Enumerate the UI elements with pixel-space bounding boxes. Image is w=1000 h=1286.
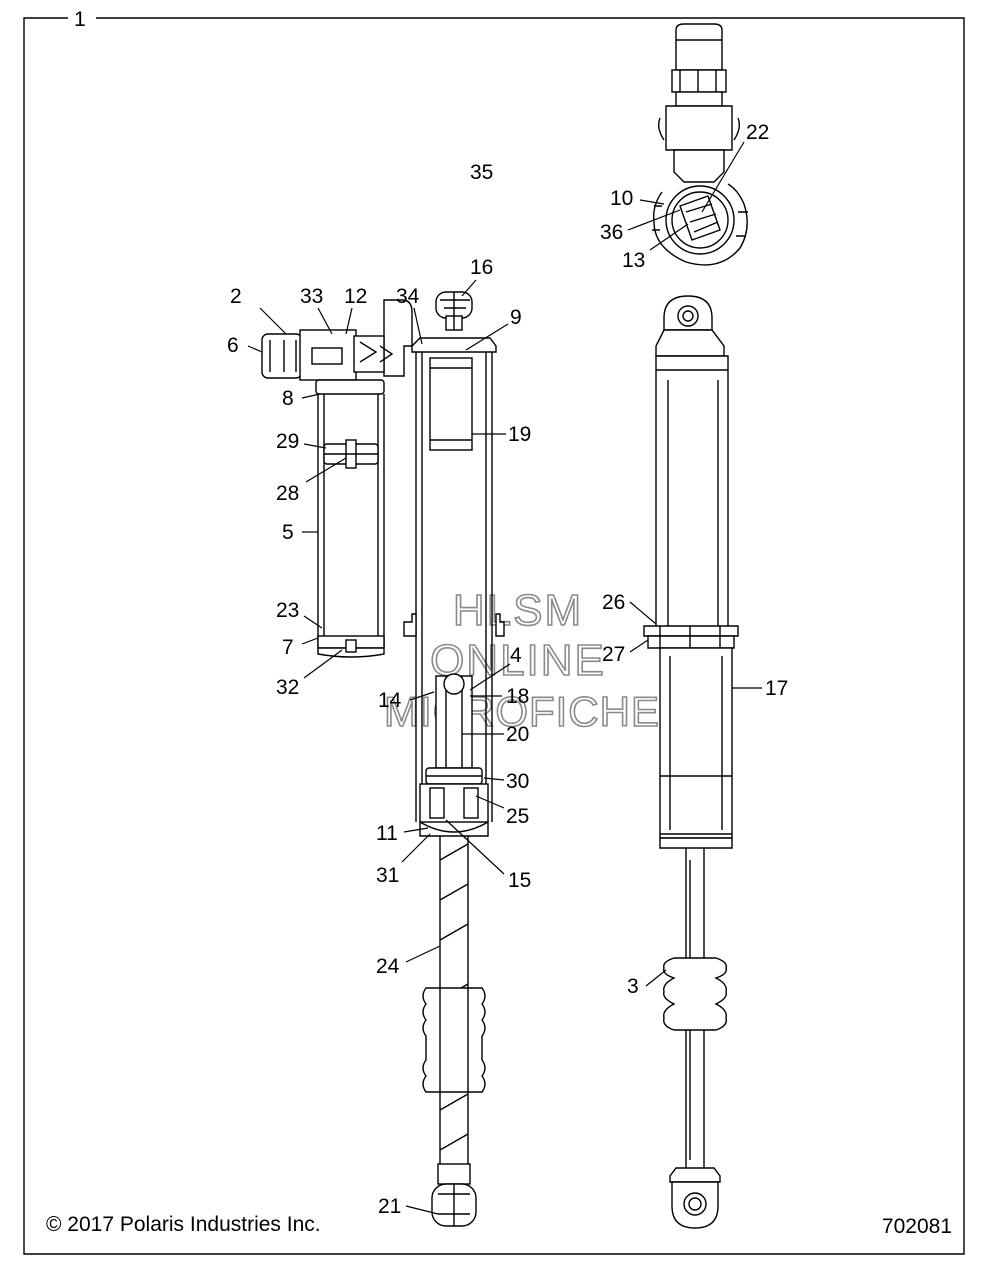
shock-cutaway-view: [403, 291, 505, 1227]
callout-label: 16: [470, 256, 493, 279]
callout-label: 34: [396, 285, 420, 308]
callout-label: 6: [227, 334, 239, 357]
callout-label: 23: [276, 599, 299, 622]
callout-label: 27: [602, 643, 625, 666]
callout-label: 18: [506, 685, 529, 708]
callout-label: 24: [376, 955, 400, 978]
footer: © 2017 Polaris Industries Inc. 702081: [46, 1213, 952, 1238]
callout-label: 12: [344, 285, 367, 308]
callout-label: 7: [282, 636, 294, 659]
reservoir-cutaway-view: [261, 299, 413, 658]
callout-label: 5: [282, 521, 294, 544]
callout-label: 26: [602, 591, 625, 614]
callout-label: 25: [506, 805, 529, 828]
callout-label: 22: [746, 121, 769, 144]
leader-lines: [247, 141, 762, 1215]
callout-label: 35: [470, 161, 493, 184]
frame-number: 1: [74, 8, 86, 31]
callout-label: 13: [622, 249, 645, 272]
callout-label: 31: [376, 864, 399, 887]
callout-label: 19: [508, 423, 531, 446]
callout-label: 28: [276, 482, 299, 505]
callout-label: 32: [276, 676, 299, 699]
callout-label: 4: [510, 644, 522, 667]
callout-label: 3: [627, 975, 639, 998]
callout-label: 30: [506, 770, 529, 793]
watermark-line-3: MICROFICHE: [384, 688, 660, 735]
callout-label: 33: [300, 285, 323, 308]
callout-label: 8: [282, 387, 294, 410]
drawing-number: 702081: [882, 1215, 952, 1238]
callout-label: 20: [506, 723, 529, 746]
callout-label: 10: [610, 187, 633, 210]
watermark-line-1: HLSM: [453, 586, 583, 635]
callout-label: 14: [378, 689, 402, 712]
callout-labels: 2 33 12 34 16 9 6 8 29 28 5 23 7 32 19 3…: [227, 121, 788, 1218]
callout-label: 9: [510, 306, 522, 329]
callout-label: 15: [508, 869, 531, 892]
callout-label: 36: [600, 221, 623, 244]
top-eyelet: [435, 291, 473, 331]
shock-exterior-view: [643, 295, 739, 1229]
diagram-frame: 1: [23, 8, 965, 1255]
callout-label: 2: [230, 285, 242, 308]
callout-label: 29: [276, 430, 299, 453]
callout-label: 21: [378, 1195, 401, 1218]
copyright-notice: © 2017 Polaris Industries Inc.: [46, 1213, 321, 1236]
callout-label: 11: [376, 822, 398, 845]
rod-end-detail-view: [652, 23, 748, 266]
callout-label: 17: [765, 677, 788, 700]
